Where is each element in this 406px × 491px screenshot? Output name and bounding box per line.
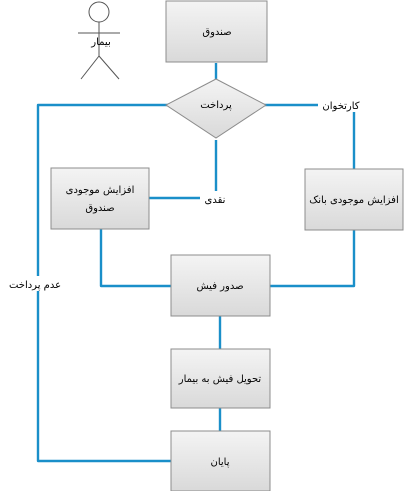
actor-label: بیمار [90, 37, 110, 48]
payment-decision-label: پرداخت [200, 100, 232, 111]
connector-bank-increase-to-receipt [270, 230, 356, 288]
increase-cashbox-node [50, 167, 150, 230]
deliver-receipt-node [170, 348, 271, 409]
cashbox-node [165, 0, 268, 63]
increase-cashbox-label-line2: صندوق [85, 203, 114, 214]
edge-label-cash: نقدی [205, 195, 226, 206]
connector-cash [149, 140, 218, 200]
patient-actor [78, 1, 120, 80]
cashbox-label: صندوق [202, 27, 231, 38]
end-label: پایان [210, 457, 229, 468]
issue-receipt-label: صدور فیش [196, 281, 243, 292]
increase-bank-node [304, 168, 404, 231]
payment-decision-node [165, 78, 267, 139]
connector-cashbox-increase-to-receipt [99, 229, 171, 288]
edge-label-card-reader: کارتخوان [322, 101, 359, 112]
end-node [170, 430, 271, 491]
deliver-receipt-label: تحویل فیش به بیمار [178, 374, 262, 385]
actor-head-icon [88, 1, 110, 23]
issue-receipt-node [170, 254, 271, 317]
increase-bank-label: افزایش موجودی بانک [309, 195, 398, 206]
increase-cashbox-label-line1: افزایش موجودی [66, 185, 135, 196]
connector-card-reader [264, 103, 356, 169]
edge-label-no-payment: عدم پرداخت [9, 280, 61, 291]
